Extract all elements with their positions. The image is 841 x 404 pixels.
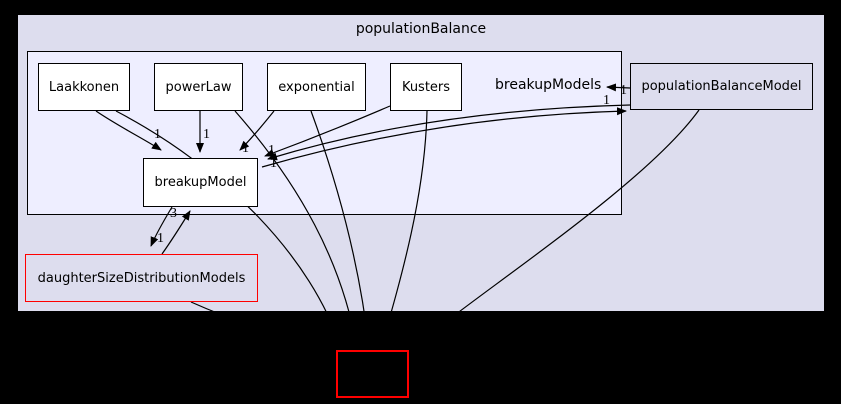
edge-laakkonen-breakupmodel <box>95 110 162 151</box>
node-daughter-size-distribution-models[interactable]: daughterSizeDistributionModels <box>25 254 258 302</box>
edge-pbm-breakupmodel <box>267 104 631 161</box>
edge-kusters-external <box>379 110 428 349</box>
node-exponential[interactable]: exponential <box>267 63 366 111</box>
edge-breakupmodel-pbm <box>261 107 627 168</box>
node-population-balance-model[interactable]: populationBalanceModel <box>630 63 813 110</box>
edge-label: 3 <box>170 206 177 221</box>
edge-label: 1 <box>157 231 164 246</box>
edge-label: 1 <box>603 93 610 108</box>
edge-pbm-external <box>410 109 700 350</box>
edge-breakupmodel-daughter <box>150 206 173 247</box>
edge-label: 1 <box>242 141 249 156</box>
node-laakkonen[interactable]: Laakkonen <box>38 63 130 111</box>
node-kusters[interactable]: Kusters <box>390 63 462 111</box>
edge-daughter-breakupmodel <box>161 210 191 255</box>
edge-label: 1 <box>620 83 627 98</box>
edge-pbm-breakupmodels <box>606 83 631 92</box>
edge-daughter-external <box>190 301 339 353</box>
edge-label: 1 <box>268 143 275 158</box>
node-breakup-model[interactable]: breakupModel <box>143 158 258 207</box>
edge-label: 1 <box>203 127 210 142</box>
edge-exponential-breakupmodel <box>239 110 275 151</box>
cluster-population-balance-label[interactable]: populationBalance <box>355 21 487 37</box>
edge-lines <box>95 83 700 353</box>
edge-label: 1 <box>154 127 161 142</box>
cluster-breakup-models-label[interactable]: breakupModels <box>495 77 602 93</box>
edge-label: 1 <box>270 156 277 171</box>
edge-powerlaw-external <box>234 110 360 349</box>
edge-laakkonen-external <box>115 110 343 349</box>
edge-kusters-breakupmodel <box>264 105 391 157</box>
edge-exponential-external <box>310 110 372 349</box>
node-unlabeled-external[interactable] <box>336 350 409 398</box>
node-powerlaw[interactable]: powerLaw <box>154 63 243 111</box>
